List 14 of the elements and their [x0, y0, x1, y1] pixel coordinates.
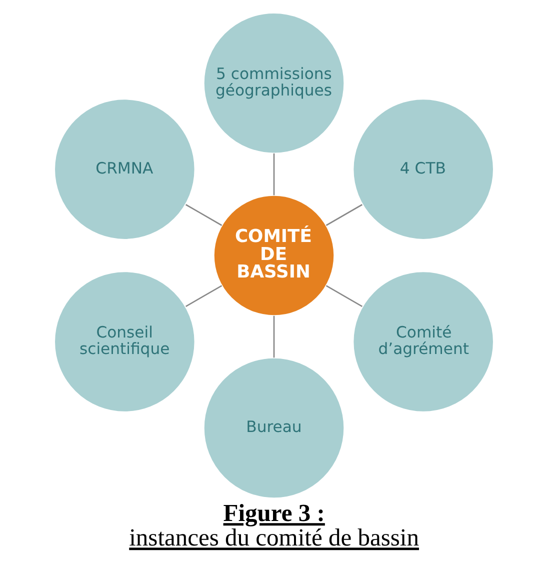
node-circle: Comité d’agrément — [352, 270, 494, 413]
node-circle: CRMNA — [53, 98, 195, 240]
connector — [272, 153, 274, 196]
node-circle: 4 CTB — [352, 98, 494, 240]
node-circle: COMITÉ DE BASSIN — [212, 194, 334, 316]
connector — [185, 285, 222, 308]
node-circle: Conseil scientifique — [53, 270, 195, 413]
connector — [272, 316, 274, 358]
node-circle: Bureau — [202, 357, 344, 499]
node-circle: 5 commissions géographiques — [202, 12, 344, 154]
connector — [325, 204, 362, 226]
diagram-title: Figure 3 : — [222, 500, 324, 528]
connector — [185, 204, 222, 226]
connector — [325, 285, 362, 308]
